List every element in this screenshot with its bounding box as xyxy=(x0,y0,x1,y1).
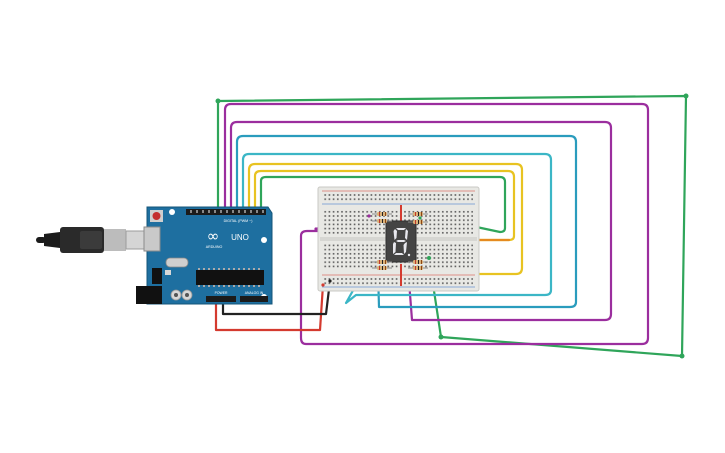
wire-green-inner[interactable] xyxy=(259,175,507,234)
display-digit-value: 8 xyxy=(0,0,1,1)
wire-black-ground[interactable] xyxy=(221,279,332,316)
wire-yellow-outer[interactable] xyxy=(247,162,524,276)
power-header[interactable] xyxy=(206,296,236,302)
reset-button[interactable] xyxy=(150,210,163,222)
wire-red-power[interactable] xyxy=(214,283,325,332)
resistor-bottom-left-2[interactable] xyxy=(372,266,392,270)
wire-purple-outer[interactable] xyxy=(223,102,650,346)
seven-segment-display[interactable]: 8 xyxy=(0,0,417,286)
crystal-oscillator xyxy=(165,257,189,268)
resistor-top-right-2[interactable] xyxy=(408,220,428,224)
resistor-bottom-right-2[interactable] xyxy=(408,266,428,270)
digital-label: DIGITAL (PWM ~) xyxy=(224,219,253,223)
model-label: UNO xyxy=(231,233,249,242)
wire-yellow-inner[interactable] xyxy=(253,169,516,242)
resistor-bottom-left[interactable] xyxy=(372,260,392,264)
arduino-logo-icon: ∞ xyxy=(207,227,220,245)
resistor-top-left[interactable] xyxy=(372,212,392,216)
digit-segments xyxy=(393,228,411,257)
resistor-top-left-2[interactable] xyxy=(372,219,392,223)
power-jack[interactable] xyxy=(136,286,162,304)
wire-green-outer[interactable] xyxy=(216,94,688,358)
arduino-uno-board[interactable]: DIGITAL (PWM ~) ∞ UNO ARDUINO xyxy=(136,206,273,305)
resistor-bottom-right[interactable] xyxy=(408,260,428,264)
resistor-top-right[interactable] xyxy=(408,212,428,216)
wires xyxy=(214,93,689,359)
wire-cyan-loop[interactable] xyxy=(241,152,553,305)
digital-header[interactable] xyxy=(186,209,266,215)
atmega-chip xyxy=(196,268,264,287)
power-label: POWER xyxy=(215,291,228,295)
wire-violet-loop[interactable] xyxy=(229,120,613,322)
usb-cable[interactable] xyxy=(36,227,157,253)
analog-label: ANALOG IN xyxy=(245,291,264,295)
resistors xyxy=(372,212,428,270)
wire-endpoints xyxy=(314,214,431,287)
wire-teal-outer[interactable] xyxy=(235,134,578,309)
brand-label: ARDUINO xyxy=(206,245,223,249)
analog-header[interactable] xyxy=(240,296,268,302)
